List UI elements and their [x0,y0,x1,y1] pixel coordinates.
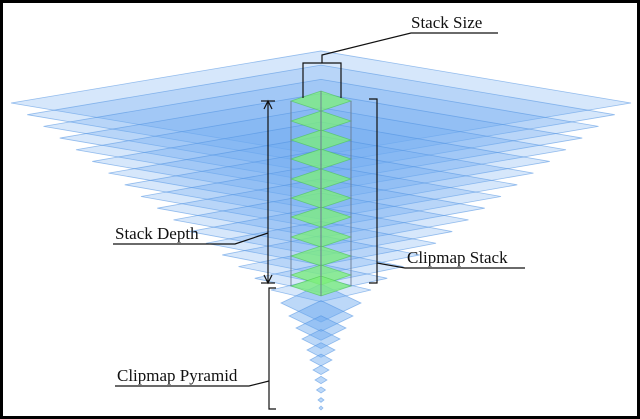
stack-depth-label: Stack Depth [115,224,199,243]
clipmap-pyramid-leader [115,380,270,387]
stack-size-label: Stack Size [411,13,482,32]
stack-size-leader [321,32,498,63]
clipmap-stack-label: Clipmap Stack [407,248,508,267]
pyramid-level [306,342,336,358]
clipmap-stack-leader [376,262,525,269]
pyramid-level [309,353,333,367]
clipmap-diagram: Stack Size Stack Depth Clipmap Stack Cli… [10,13,632,411]
stack-depth-leader [113,232,269,245]
pyramid-level [301,329,341,349]
pyramid-level [314,375,328,385]
diagram-canvas: Stack Size Stack Depth Clipmap Stack Cli… [3,3,637,416]
pyramid-level [318,405,324,411]
clipmap-pyramid-bracket [268,287,276,410]
pyramid-level [312,364,330,376]
clipmap-stack-box [290,91,352,296]
clipmap-pyramid-label: Clipmap Pyramid [117,366,238,385]
pyramid-level [317,397,325,403]
pyramid-level [315,386,327,394]
clipmap-stack-bracket [369,98,378,284]
pyramid-level [295,315,347,341]
